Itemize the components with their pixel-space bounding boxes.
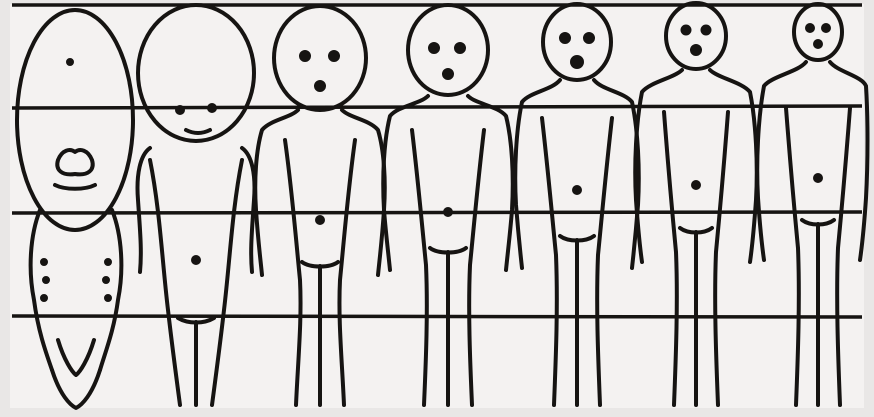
guide-line [12, 316, 862, 317]
guide-line [12, 106, 862, 108]
